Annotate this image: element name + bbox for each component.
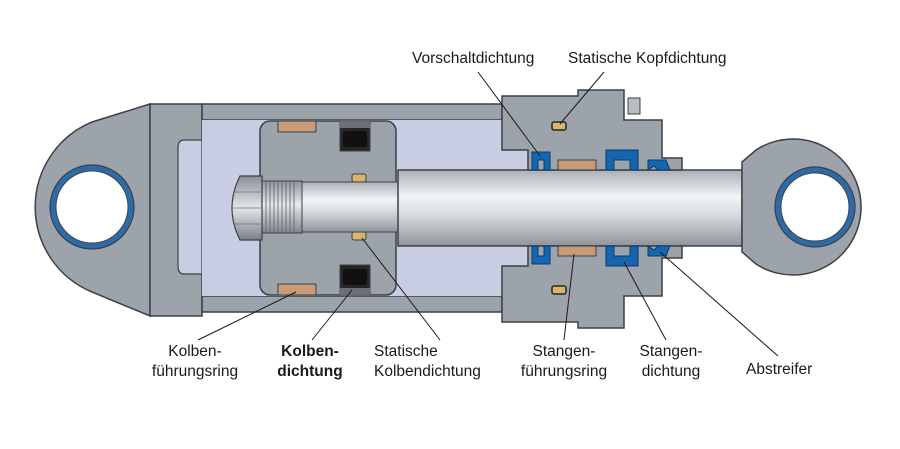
piston-seal-bottom (339, 264, 371, 296)
label-stangendichtung-line2: dichtung (641, 363, 701, 380)
label-kolbendichtung-line2: dichtung (277, 363, 343, 380)
rod-guide-ring-top (557, 159, 597, 171)
rod-seal-bottom (605, 245, 639, 267)
label-kolbendichtung: Kolben- dichtung (262, 342, 358, 382)
static-piston-seal-bottom (351, 231, 367, 241)
leader-kolbenfuehrungsring (197, 291, 297, 341)
piston-guide-ring-bottom (277, 283, 317, 296)
cylinder-tube-bottom-wall (201, 295, 503, 313)
label-kolbenfuehrungsring-line1: Kolben- (168, 343, 222, 360)
static-head-seal-top (551, 121, 567, 131)
nut-facets (233, 191, 262, 225)
wiper-top (647, 159, 671, 171)
buffer-seal-bottom (531, 245, 551, 265)
label-abstreifer: Abstreifer (746, 361, 813, 378)
piston-seal-top (339, 120, 371, 152)
rod-guide-ring-bottom (557, 245, 597, 257)
leader-vorschaltdichtung (477, 71, 541, 157)
end-cap-pocket (177, 139, 203, 275)
piston-rod (397, 169, 743, 247)
rod-seal-top (605, 149, 639, 171)
static-head-seal-bottom (551, 285, 567, 295)
wiper-bottom (647, 245, 671, 257)
label-stangenfuehrungsring-line1: Stangen- (532, 343, 596, 360)
piston-rod-neck (301, 181, 399, 233)
front-eye-bore (780, 172, 850, 242)
label-kolbenfuehrungsring: Kolben- führungsring (140, 342, 250, 382)
leader-statische-kolbendichtung (361, 237, 441, 341)
label-statische-kopfdichtung: Statische Kopfdichtung (568, 50, 727, 67)
label-kolbendichtung-line1: Kolben- (281, 343, 339, 360)
label-vorschaltdichtung: Vorschaltdichtung (412, 50, 535, 67)
rear-eye-bore (55, 170, 129, 244)
label-stangendichtung: Stangen- dichtung (626, 342, 716, 382)
piston-guide-ring-top (277, 120, 317, 133)
leader-stangenfuehrungsring (563, 253, 575, 341)
cylinder-head-top (501, 89, 683, 171)
static-piston-seal-top (351, 173, 367, 183)
cylinder-tube-top-wall (201, 103, 503, 121)
leader-statische-kopfdichtung (559, 71, 605, 125)
rod-thread-lines (265, 181, 295, 233)
label-kolbenfuehrungsring-line2: führungsring (151, 363, 239, 380)
leader-abstreifer (659, 251, 779, 357)
label-statische-kolbendichtung-line1: Statische (374, 343, 438, 360)
leader-kolbendichtung (311, 289, 353, 341)
leader-stangendichtung (623, 261, 667, 341)
leader-lines (197, 71, 779, 357)
label-statische-kolbendichtung-line2: Kolbendichtung (374, 363, 481, 380)
cylinder-head-bottom (501, 245, 683, 329)
label-stangendichtung-line1: Stangen- (639, 343, 703, 360)
label-statische-kolbendichtung: Statische Kolbendichtung (374, 342, 481, 382)
label-stangenfuehrungsring: Stangen- führungsring (505, 342, 623, 382)
buffer-seal-top (531, 151, 551, 171)
head-vent-plug (627, 97, 641, 115)
label-stangenfuehrungsring-line2: führungsring (520, 363, 608, 380)
